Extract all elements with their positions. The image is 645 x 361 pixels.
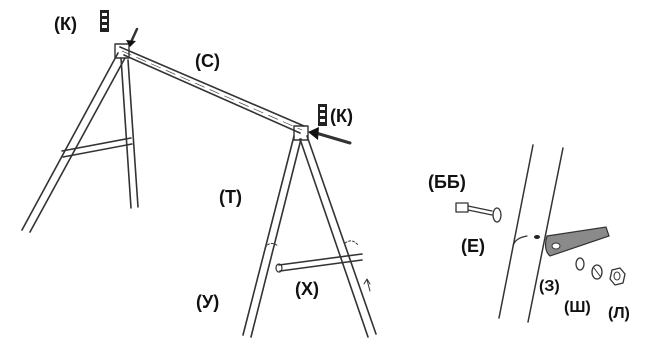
label-c: (С) (195, 51, 220, 71)
label-z: (З) (539, 278, 560, 295)
label-u: (У) (196, 292, 219, 312)
label-bb: (ББ) (428, 172, 466, 192)
right-a-frame (242, 125, 377, 338)
bolt-bb (455, 202, 493, 216)
label-t: (Т) (219, 187, 242, 207)
nut-l (609, 267, 626, 286)
washer-e (492, 207, 502, 223)
swing-frame (21, 10, 377, 338)
flat-bracket (544, 226, 610, 257)
washer-z (575, 257, 585, 271)
top-beam (119, 46, 305, 134)
label-k-right: (К) (330, 106, 353, 126)
bolt-assembly-detail (455, 144, 626, 323)
cross-brace-x (264, 240, 371, 292)
bracket-icon-top (100, 10, 109, 32)
left-a-frame (21, 27, 139, 233)
lock-washer-sh (591, 264, 603, 280)
bracket-icon-right (318, 104, 327, 126)
label-x: (Х) (295, 279, 319, 299)
label-l: (Л) (608, 305, 630, 322)
label-sh: (Ш) (564, 299, 591, 316)
label-k-top: (К) (54, 14, 77, 34)
label-e: (Е) (461, 236, 485, 256)
